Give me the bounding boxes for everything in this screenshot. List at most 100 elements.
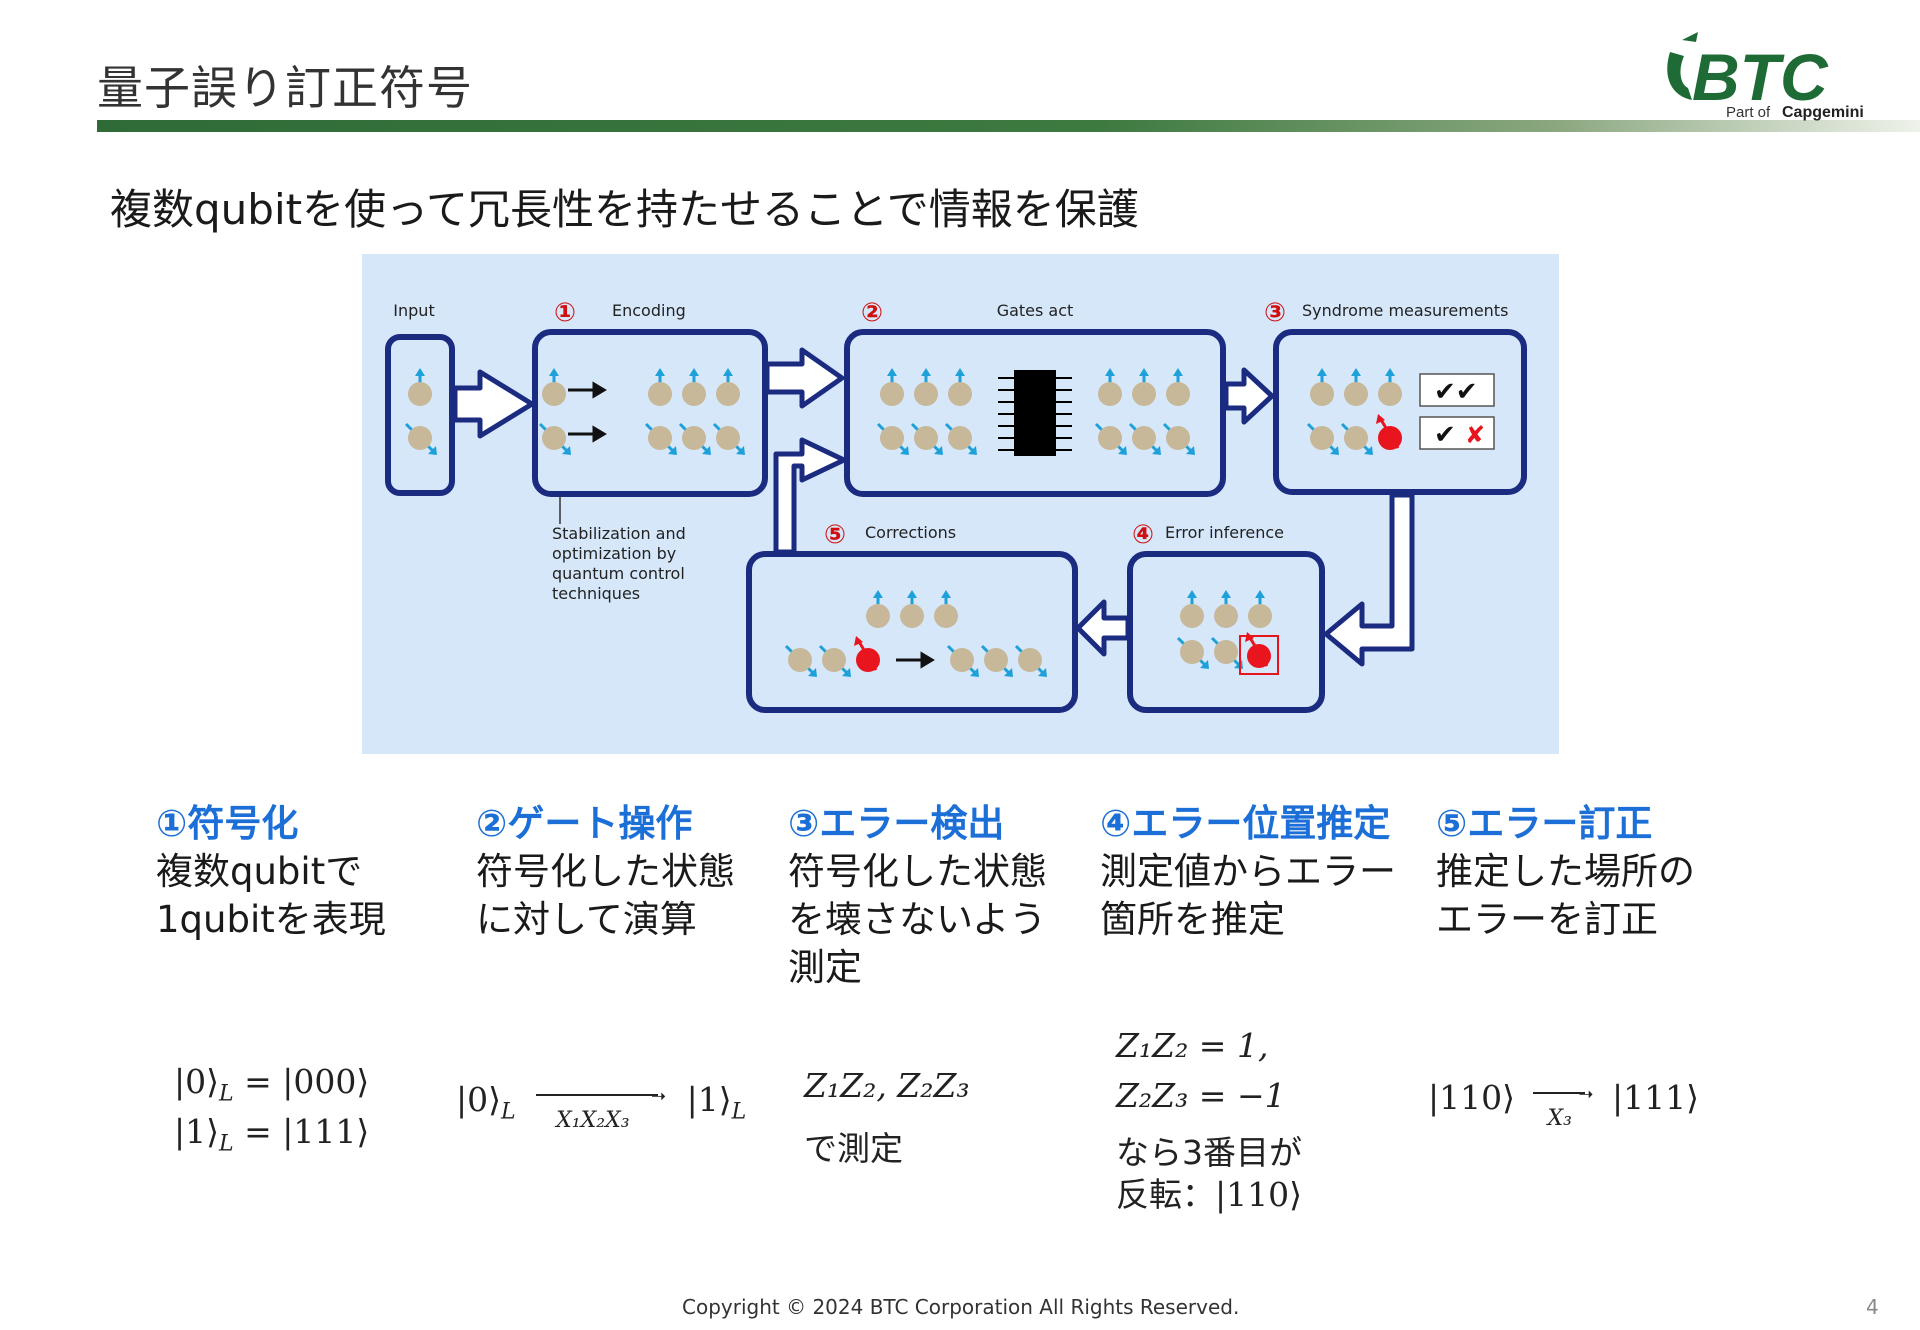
svg-text:✔: ✔ (1434, 420, 1456, 450)
formula-inference-line-4: 反転：|110⟩ (1116, 1175, 1302, 1214)
error-qubit-icon (1245, 632, 1271, 668)
qubit-icon (1210, 636, 1243, 669)
svg-text:✘: ✘ (1465, 421, 1485, 449)
arrow-encoding-gates (764, 347, 845, 409)
qubit-icon (1344, 368, 1368, 406)
qubit-icon (404, 422, 437, 455)
step-2-body-2: に対して演算 (476, 898, 697, 941)
error-qubit-icon (1376, 414, 1402, 450)
qubit-icon (946, 644, 979, 677)
step-1: ①符号化 複数qubitで 1qubitを表現 (156, 800, 386, 944)
logo-tagline-prefix: Part of (1726, 104, 1771, 121)
corrections-box (746, 551, 1078, 713)
qubit-icon (678, 422, 711, 455)
step-4-number: ④ (1132, 520, 1154, 550)
step-5-head: ⑤エラー訂正 (1436, 802, 1653, 845)
step-5: ⑤エラー訂正 推定した場所の エラーを訂正 (1436, 800, 1695, 944)
step-3-body-3: 測定 (788, 946, 862, 989)
slide-subtitle: 複数qubitを使って冗長性を持たせることで情報を保護 (110, 185, 1139, 234)
error-location-box (1239, 635, 1279, 675)
page-number: 4 (1866, 1295, 1879, 1319)
qubit-icon (1340, 422, 1373, 455)
qubit-icon (712, 422, 745, 455)
step-3-body-2: を壊さないよう (788, 898, 1047, 941)
formula-gate: |0⟩L ➝ X₁X₂X₃ |1⟩L (456, 1080, 747, 1133)
note-line-3: quantum control (552, 564, 685, 583)
label-error-inference: Error inference (1165, 523, 1284, 542)
qubit-icon (538, 422, 571, 455)
step-5-body-1: 推定した場所の (1436, 850, 1695, 893)
label-corrections: Corrections (865, 523, 956, 542)
qubit-icon (948, 368, 972, 406)
step-1-body-2: 1qubitを表現 (156, 898, 386, 941)
label-gates: Gates act (997, 301, 1074, 320)
qubit-icon (900, 590, 924, 628)
qubit-icon (648, 368, 672, 406)
error-qubit-icon (854, 636, 880, 672)
step-3-number: ③ (1264, 298, 1286, 328)
arrow-syndrome-inference (1323, 492, 1415, 667)
qubit-icon (980, 644, 1013, 677)
label-syndrome: Syndrome measurements (1302, 301, 1508, 320)
qubit-icon (1162, 422, 1195, 455)
formula-syndrome-text: で測定 (804, 1129, 903, 1168)
qubit-icon (914, 368, 938, 406)
encoding-box (532, 329, 768, 497)
label-encoding: Encoding (612, 301, 686, 320)
note-line-2: optimization by (552, 544, 676, 563)
formula-encoding-line-1: |0⟩L = |000⟩ (174, 1062, 370, 1107)
step-4-body-2: 箇所を推定 (1100, 898, 1285, 941)
formula-encoding-line-2: |1⟩L = |111⟩ (174, 1112, 370, 1157)
qubit-icon (1378, 368, 1402, 406)
qubit-icon (1166, 368, 1190, 406)
step-1-body-1: 複数qubitで (156, 850, 363, 893)
logo-brand: BTC (1692, 40, 1829, 114)
qubit-icon (408, 368, 432, 406)
syndrome-result-boxes: ✔✔ ✔ ✘ (1419, 373, 1495, 450)
arrow-input-encoding (452, 369, 535, 439)
qubit-icon (784, 644, 817, 677)
qubit-icon (1176, 636, 1209, 669)
qubit-icon (1180, 590, 1204, 628)
qubit-icon (910, 422, 943, 455)
gate-chip-icon (998, 370, 1072, 456)
arrow-gates-syndrome (1223, 367, 1275, 425)
btc-logo-icon: BTC Part of Capgemini (1667, 32, 1864, 121)
note-line-4: techniques (552, 584, 640, 603)
step-5-number: ⑤ (824, 520, 846, 550)
step-2-number: ② (861, 298, 883, 328)
step-4-body-1: 測定値からエラー (1100, 850, 1396, 893)
step-2: ②ゲート操作 符号化した状態 に対して演算 (476, 800, 735, 944)
step-5-body-2: エラーを訂正 (1436, 898, 1658, 941)
step-1-number: ① (554, 298, 576, 328)
qubit-icon (1014, 644, 1047, 677)
svg-text:✔✔: ✔✔ (1434, 377, 1478, 407)
qubit-icon (880, 368, 904, 406)
step-3: ③エラー検出 符号化した状態 を壊さないよう 測定 (788, 800, 1047, 992)
formula-inference-line-2: Z₂Z₃ = −1 (1116, 1076, 1286, 1115)
logo-tagline-company: Capgemini (1782, 104, 1864, 121)
qubit-icon (866, 590, 890, 628)
copyright: Copyright © 2024 BTC Corporation All Rig… (682, 1295, 1240, 1319)
qubit-icon (644, 422, 677, 455)
formula-correction: |110⟩ ➝ X₃ |111⟩ (1428, 1078, 1699, 1131)
qubit-icon (1098, 368, 1122, 406)
step-3-body-1: 符号化した状態 (788, 850, 1047, 893)
note-line-1: Stabilization and (552, 524, 686, 543)
qubit-icon (716, 368, 740, 406)
slide-title: 量子誤り訂正符号 (97, 61, 473, 115)
qubit-icon (1128, 422, 1161, 455)
qubit-icon (682, 368, 706, 406)
qubit-icon (1306, 422, 1339, 455)
qec-flow-diagram: Input ① Encoding ② Gates act ③ Syndrome … (385, 298, 1527, 713)
formula-syndrome: Z₁Z₂, Z₂Z₃ (804, 1066, 970, 1105)
company-logo: BTC Part of Capgemini (1652, 18, 1892, 124)
gates-box (844, 329, 1226, 497)
arrow-corrections-gates (773, 437, 847, 555)
qubit-icon (876, 422, 909, 455)
label-input: Input (393, 301, 434, 320)
qubit-icon (1248, 590, 1272, 628)
formula-inference-line-1: Z₁Z₂ = 1, (1116, 1026, 1269, 1065)
arrow-inference-corrections (1075, 599, 1131, 657)
step-1-head: ①符号化 (156, 802, 299, 845)
